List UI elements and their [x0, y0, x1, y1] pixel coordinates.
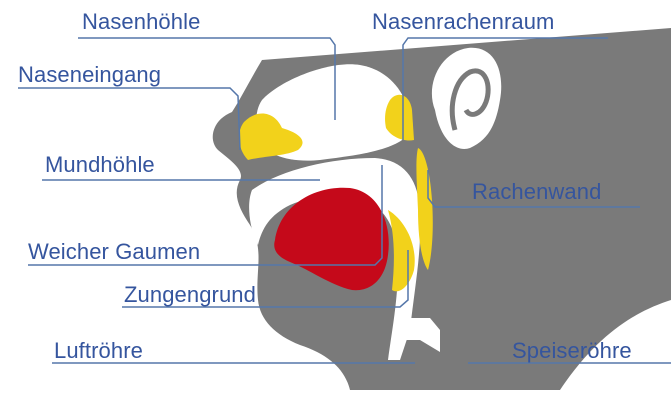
- label-nasal-entrance: Naseneingang: [18, 62, 161, 88]
- label-tongue-base: Zungengrund: [124, 282, 256, 308]
- label-nasal-cavity: Nasenhöhle: [82, 9, 200, 35]
- label-pharyngeal-wall: Rachenwand: [472, 179, 601, 205]
- label-soft-palate: Weicher Gaumen: [28, 239, 200, 265]
- label-nasopharynx: Nasenrachenraum: [372, 9, 554, 35]
- label-trachea: Luftröhre: [54, 338, 143, 364]
- leader-line-nasal-entrance: [18, 88, 240, 150]
- label-esophagus: Speiseröhre: [512, 338, 632, 364]
- label-oral-cavity: Mundhöhle: [45, 152, 155, 178]
